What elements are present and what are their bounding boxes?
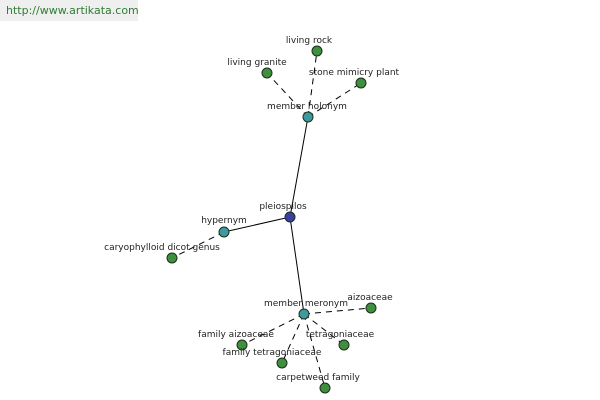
edge-meronym-tetragoniaceae — [303, 313, 345, 346]
edge-meronym-aizoaceae — [303, 307, 372, 315]
label-aizoaceae[interactable]: aizoaceae — [347, 293, 393, 303]
edge-holonym-living-rock — [307, 50, 318, 118]
label-member-holonym[interactable]: member holonym — [267, 102, 347, 112]
node-carpetweed-family[interactable] — [319, 382, 331, 394]
node-living-granite[interactable] — [261, 67, 273, 79]
node-member-holonym[interactable] — [302, 111, 314, 123]
label-center[interactable]: pleiospilos — [259, 202, 307, 212]
node-family-aizoaceae[interactable] — [236, 339, 248, 351]
node-living-rock[interactable] — [311, 45, 323, 57]
node-caryophylloid-dicot-genus[interactable] — [166, 252, 178, 264]
label-caryophylloid-dicot-genus[interactable]: caryophylloid dicot genus — [104, 243, 220, 253]
label-family-aizoaceae[interactable]: family aizoaceae — [198, 330, 274, 340]
label-family-tetragoniaceae[interactable]: family tetragoniaceae — [223, 348, 322, 358]
node-tetragoniaceae[interactable] — [338, 339, 350, 351]
label-stone-mimicry-plant[interactable]: stone mimicry plant — [309, 68, 400, 78]
edge-center-hypernym — [223, 216, 291, 233]
label-living-rock[interactable]: living rock — [286, 36, 333, 46]
node-aizoaceae[interactable] — [365, 302, 377, 314]
label-hypernym[interactable]: hypernym — [201, 216, 247, 226]
label-member-meronym[interactable]: member meronym — [264, 299, 348, 309]
label-carpetweed-family[interactable]: carpetweed family — [276, 373, 360, 383]
node-center[interactable] — [284, 211, 296, 223]
edge-meronym-family-aizoaceae — [241, 313, 305, 346]
edge-hypernym-caryophylloid — [171, 231, 225, 259]
node-stone-mimicry-plant[interactable] — [355, 77, 367, 89]
edge-meronym-family-tetragoniaceae — [281, 313, 305, 364]
node-member-meronym[interactable] — [298, 308, 310, 320]
label-tetragoniaceae[interactable]: tetragoniaceae — [306, 330, 375, 340]
node-hypernym[interactable] — [218, 226, 230, 238]
edge-center-member-holonym — [289, 116, 309, 218]
label-living-granite[interactable]: living granite — [227, 58, 287, 68]
edge-center-member-meronym — [289, 216, 305, 315]
watermark: http://www.artikata.com — [0, 0, 139, 21]
edge-meronym-carpetweed — [303, 313, 326, 389]
node-family-tetragoniaceae[interactable] — [276, 357, 288, 369]
